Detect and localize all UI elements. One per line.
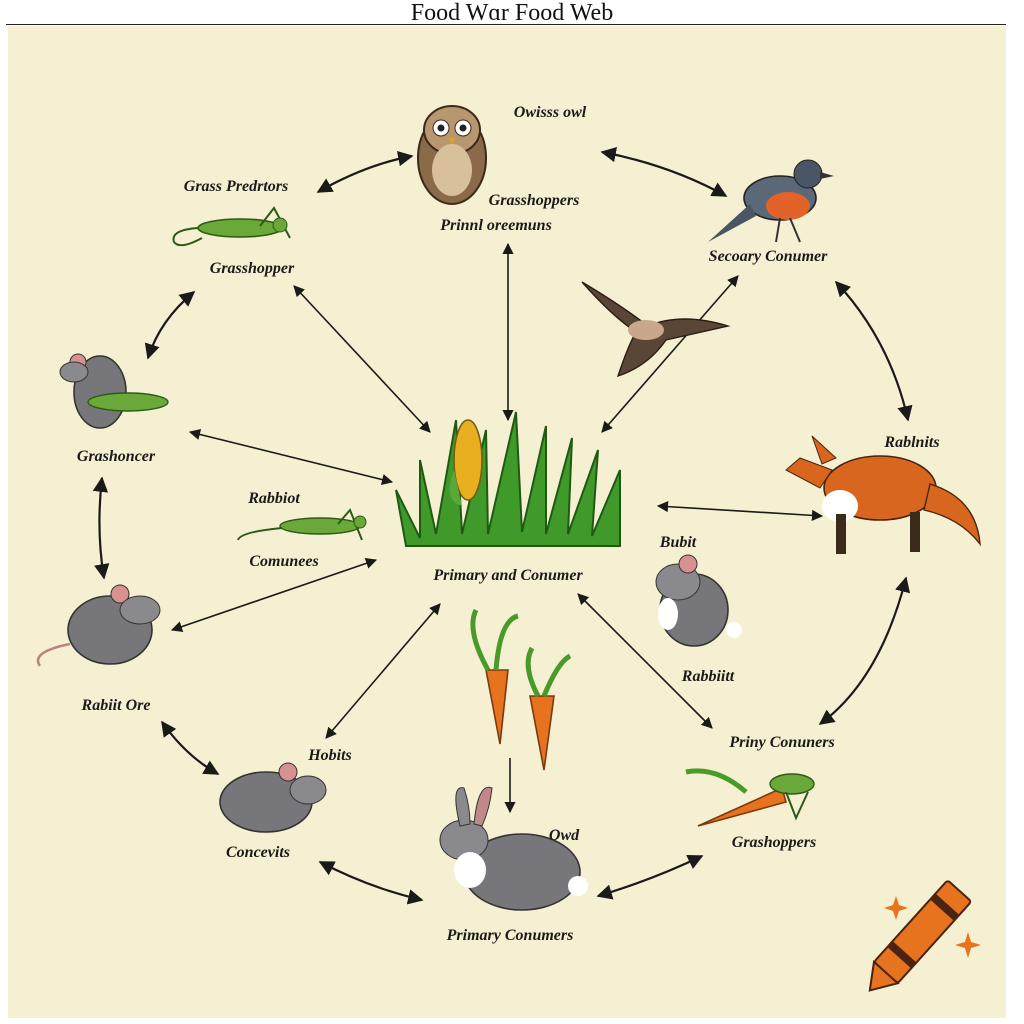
label-grashoppers-bottom: Grashoppers <box>731 834 817 851</box>
label-rabbiot: Rabbiot <box>248 490 300 507</box>
arrow-bird-fox <box>834 280 913 422</box>
label-grashoncer: Grashoncer <box>76 448 156 465</box>
grass-icon <box>395 411 621 547</box>
arrow-mouse-rabbit <box>318 861 424 905</box>
hawk-icon <box>581 281 731 378</box>
mouse-icon <box>219 762 327 833</box>
label-primary-and-consumer: Primary and Conumer <box>433 567 583 584</box>
label-primary-organisms: Prinnl oreemuns <box>440 217 552 234</box>
arrow-grasspred-owl <box>316 151 414 193</box>
label-owl-name: Owisss owl <box>513 104 587 121</box>
arrow-center-hobits <box>325 603 441 739</box>
label-grasshopper: Grasshopper <box>209 260 295 277</box>
rabbit-icon <box>655 554 742 647</box>
diagram-title: Food Wɑr Food Web <box>410 0 614 26</box>
arrow-grasshopper-mouse <box>144 291 196 360</box>
label-secondary-consumer: Secoary Conumer <box>708 248 828 265</box>
corn-icon <box>449 419 483 506</box>
arrow-fox-grashoppers <box>818 576 911 725</box>
sparkle-icon <box>955 932 981 958</box>
label-comunees: Comunees <box>249 553 319 570</box>
grasshopper-icon <box>237 508 367 541</box>
arrow-rabbit-grashoppers <box>596 855 704 900</box>
rabbit-icon <box>439 786 588 911</box>
label-owd: Owd <box>548 827 580 844</box>
sparkle-icon <box>884 896 908 920</box>
mouse-icon <box>59 353 169 429</box>
grasshopper-icon <box>685 768 815 827</box>
arrow-center-comunees <box>170 557 378 633</box>
label-primay-conuners: Priny Conuners <box>729 734 835 751</box>
fox-icon <box>785 435 981 554</box>
arrow-rat-mouse <box>161 720 220 775</box>
arrow-center-priny <box>577 593 713 729</box>
mouse-icon <box>36 584 161 667</box>
arrow-grashoncer-rat <box>92 476 110 580</box>
carrot-icon <box>525 646 572 771</box>
label-concevits: Concevits <box>226 844 290 861</box>
crayon-icon <box>868 880 972 992</box>
label-rabbits-right: Rablnits <box>884 434 940 451</box>
owl-icon <box>417 105 487 205</box>
grasshopper-icon <box>172 206 291 247</box>
label-rabbiitt: Rabbiitt <box>681 668 735 685</box>
label-grasshoppers-top: Grasshoppers <box>488 192 580 209</box>
carrot-icon <box>470 608 519 745</box>
label-bubit: Bubit <box>659 534 697 551</box>
label-rabbit-ore: Rabiit Ore <box>81 697 151 714</box>
arrow-center-grashoncer <box>188 428 394 486</box>
title-divider <box>6 24 1006 25</box>
bird-icon <box>708 159 834 243</box>
arrow-center-grasshopper <box>293 285 431 433</box>
label-primary-conumers: Primary Conumers <box>446 927 574 944</box>
arrow-center-bird <box>601 275 739 433</box>
arrow-owl-bird <box>600 147 728 197</box>
label-hobits: Hobits <box>308 747 352 764</box>
arrow-center-fox <box>656 501 824 521</box>
label-grass-predators: Grass Predrtors <box>183 178 289 195</box>
